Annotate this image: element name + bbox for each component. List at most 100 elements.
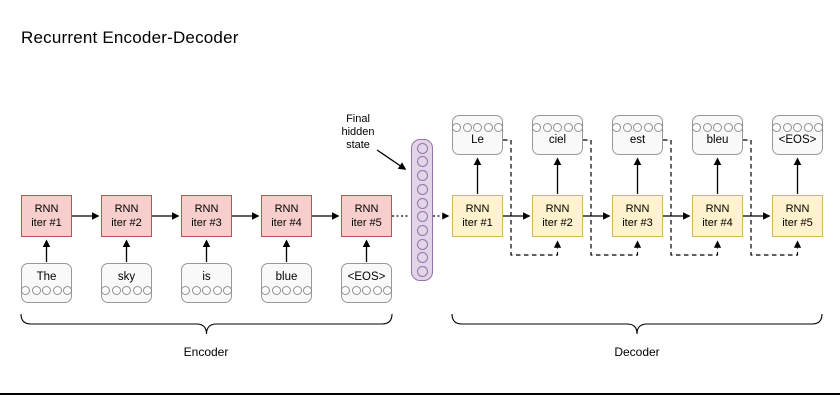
- dot-icon: [292, 286, 302, 295]
- dot-icon: [452, 123, 461, 132]
- embedding-dots: [261, 286, 312, 295]
- state-cell-icon: [416, 156, 428, 168]
- embedding-dots: [532, 123, 583, 132]
- dot-icon: [542, 123, 552, 132]
- label-line: hidden: [341, 126, 375, 138]
- dot-icon: [553, 123, 562, 132]
- dot-icon: [191, 286, 201, 295]
- dot-icon: [633, 123, 642, 132]
- rnn-label: RNN: [465, 203, 490, 215]
- dot-icon: [494, 123, 503, 132]
- output-word: Le: [471, 134, 484, 146]
- encoder-input-word-2: sky: [101, 263, 152, 303]
- encoder-input-word-4: blue: [261, 263, 312, 303]
- rnn-label: RNN: [785, 203, 810, 215]
- state-cell-icon: [416, 170, 428, 182]
- decoder-rnn-5: RNN iter #5: [772, 195, 823, 237]
- embedding-dots: [181, 286, 232, 295]
- embedding-dots: [452, 123, 503, 132]
- encoder-rnn-4: RNN iter #4: [261, 195, 312, 237]
- input-word: <EOS>: [347, 271, 386, 283]
- dot-icon: [692, 123, 701, 132]
- rnn-iter-label: iter #1: [31, 217, 62, 229]
- embedding-dots: [101, 286, 152, 295]
- encoder-input-word-3: is: [181, 263, 232, 303]
- output-word: est: [629, 134, 646, 146]
- dot-icon: [622, 123, 632, 132]
- final-hidden-state-label: Final hidden state: [325, 113, 391, 152]
- dot-icon: [612, 123, 621, 132]
- decoder-rnn-3: RNN iter #3: [612, 195, 663, 237]
- rnn-iter-label: iter #4: [702, 217, 733, 229]
- dot-icon: [101, 286, 110, 295]
- encoder-input-word-5: <EOS>: [341, 263, 392, 303]
- label-line: Final: [346, 113, 370, 125]
- encoder-rnn-3: RNN iter #3: [181, 195, 232, 237]
- dot-icon: [782, 123, 792, 132]
- dot-icon: [223, 286, 232, 295]
- rnn-iter-label: iter #5: [351, 217, 382, 229]
- rnn-iter-label: iter #2: [542, 217, 573, 229]
- dot-icon: [793, 123, 802, 132]
- encoder-rnn-2: RNN iter #2: [101, 195, 152, 237]
- encoder-input-arrows: [42, 239, 371, 262]
- rnn-iter-label: iter #2: [111, 217, 142, 229]
- dot-icon: [351, 286, 361, 295]
- dot-icon: [723, 123, 733, 132]
- state-cell-icon: [416, 238, 428, 250]
- rnn-label: RNN: [354, 203, 379, 215]
- dot-icon: [111, 286, 121, 295]
- dot-icon: [181, 286, 190, 295]
- dot-icon: [772, 123, 781, 132]
- dot-icon: [63, 286, 72, 295]
- encoder-rnn-5: RNN iter #5: [341, 195, 392, 237]
- state-cell-icon: [416, 225, 428, 237]
- dot-icon: [462, 123, 472, 132]
- decoder-output-word-4: bleu: [692, 115, 743, 155]
- rnn-iter-label: iter #1: [462, 217, 493, 229]
- label-line: state: [346, 139, 370, 151]
- decoder-brace: [451, 313, 823, 335]
- dot-icon: [303, 286, 312, 295]
- final-hidden-state-vector: [411, 139, 433, 281]
- slide-bottom-border: [0, 393, 840, 395]
- decoder-output-word-1: Le: [452, 115, 503, 155]
- decoder-output-word-3: est: [612, 115, 663, 155]
- dot-icon: [643, 123, 653, 132]
- input-word: The: [36, 271, 57, 283]
- dot-icon: [574, 123, 583, 132]
- encoder-input-word-1: The: [21, 263, 72, 303]
- embedding-dots: [341, 286, 392, 295]
- output-word: <EOS>: [778, 134, 817, 146]
- dot-icon: [212, 286, 222, 295]
- dot-icon: [734, 123, 743, 132]
- dot-icon: [362, 286, 371, 295]
- state-cell-icon: [416, 142, 428, 154]
- decoder-rnn-4: RNN iter #4: [692, 195, 743, 237]
- dot-icon: [261, 286, 270, 295]
- dot-icon: [202, 286, 211, 295]
- input-word: is: [202, 271, 211, 283]
- rnn-iter-label: iter #3: [622, 217, 653, 229]
- rnn-label: RNN: [545, 203, 570, 215]
- decoder-output-word-2: ciel: [532, 115, 583, 155]
- state-cell-icon: [416, 266, 428, 278]
- dot-icon: [702, 123, 712, 132]
- output-word: bleu: [706, 134, 729, 146]
- final-hidden-state-arrow: [376, 149, 407, 170]
- dot-icon: [132, 286, 142, 295]
- decoder-rnn-1: RNN iter #1: [452, 195, 503, 237]
- dot-icon: [563, 123, 573, 132]
- dot-icon: [803, 123, 813, 132]
- dot-icon: [372, 286, 382, 295]
- embedding-dots: [692, 123, 743, 132]
- rnn-label: RNN: [705, 203, 730, 215]
- dot-icon: [383, 286, 392, 295]
- dot-icon: [532, 123, 541, 132]
- dot-icon: [122, 286, 131, 295]
- dot-icon: [52, 286, 62, 295]
- decoder-output-word-5: <EOS>: [772, 115, 823, 155]
- embedding-dots: [21, 286, 72, 295]
- dot-icon: [713, 123, 722, 132]
- output-word: ciel: [548, 134, 567, 146]
